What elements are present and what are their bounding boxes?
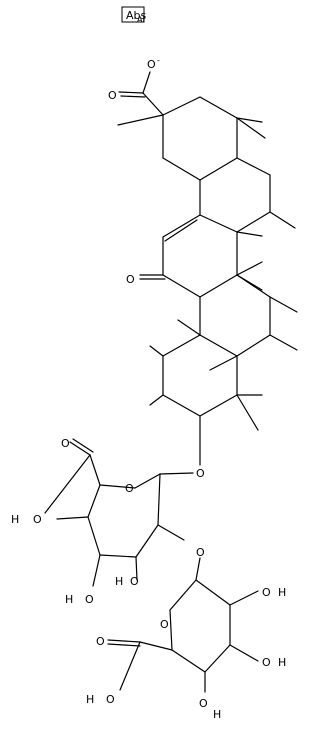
ring-e [117, 96, 266, 216]
carboxylate-carbonyl-oxygen: O [108, 89, 117, 102]
lower-c3-hydrogen: H [278, 656, 286, 669]
molecule-structure-diagram: Abs Al O - O [11, 6, 298, 721]
lower-c2-oxygen: O [262, 586, 271, 599]
lower-c3-oxygen: O [262, 656, 271, 669]
counterion-box [121, 6, 145, 23]
upper-glucuronide-ring [56, 454, 194, 587]
lower-acid-hydrogen: H [86, 693, 94, 706]
lower-glucuronide-ring [139, 557, 259, 693]
lower-acid-oxygen: O [106, 693, 115, 706]
upper-acid-oxygen: O [33, 513, 42, 526]
counterion-label: Al [137, 15, 145, 24]
ring-a [149, 334, 263, 466]
link-oxygen: O [196, 546, 205, 559]
lower-c4-oxygen: O [199, 697, 208, 710]
upper-acid-carbonyl-oxygen: O [61, 437, 70, 450]
carboxylate-group [118, 71, 164, 116]
upper-c4-hydrogen: H [115, 575, 123, 588]
glycoside-oxygen: O [196, 467, 205, 480]
lower-c2-hydrogen: H [278, 586, 286, 599]
upper-ring-oxygen: O [125, 482, 134, 495]
lower-ring-oxygen: O [160, 618, 169, 631]
upper-c3-oxygen: O [85, 593, 94, 606]
upper-c4-oxygen: O [130, 575, 139, 588]
ring-d [199, 157, 296, 237]
ring-b [177, 274, 298, 371]
upper-acid-hydrogen: H [11, 513, 19, 526]
upper-c3-hydrogen: H [65, 593, 73, 606]
ring-c [139, 214, 263, 298]
upper-acid-bonds [44, 438, 94, 514]
lower-acid-bonds [107, 639, 141, 691]
lower-c4-hydrogen: H [213, 708, 221, 721]
lower-acid-carbonyl-oxygen: O [96, 635, 105, 648]
carboxylate-charge: - [157, 56, 160, 65]
ketone-oxygen: O [126, 273, 135, 286]
counterion-box-label: Abs [126, 9, 147, 22]
carboxylate-oxygen: O [147, 58, 156, 71]
